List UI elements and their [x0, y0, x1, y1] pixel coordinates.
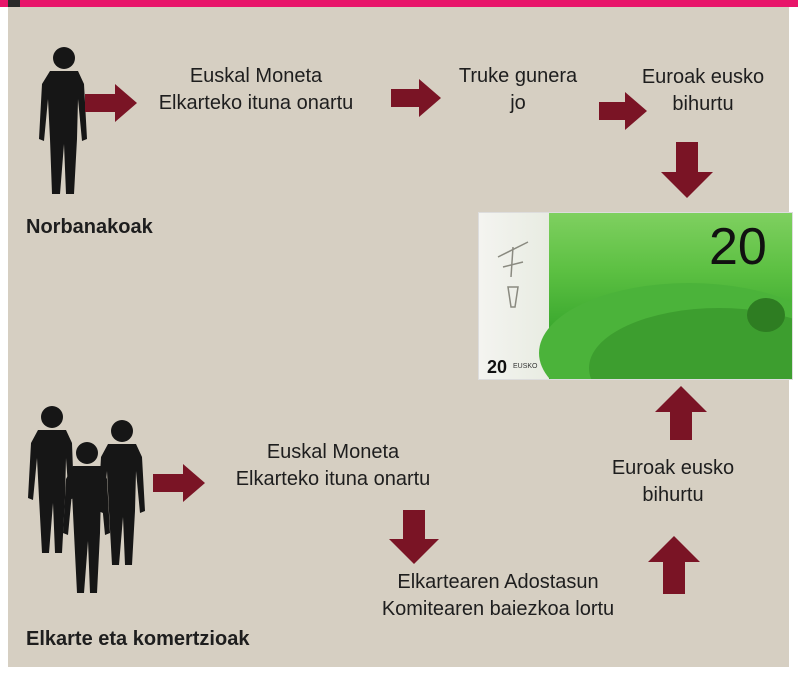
right-arrow-icon	[153, 464, 205, 502]
right-arrow-icon	[391, 79, 441, 117]
banknote-tree	[747, 298, 785, 332]
eusko-banknote: 20 20 EUSKO	[478, 212, 793, 380]
right-arrow-icon	[599, 92, 647, 130]
banknote-small-word: EUSKO	[513, 363, 538, 370]
top-step-exchange-point: Truke gunera jo	[458, 65, 578, 114]
top-step-convert: Euroak eusko bihurtu	[641, 66, 765, 115]
down-arrow-icon	[661, 142, 713, 198]
banknote-watermark-strip	[479, 213, 549, 379]
banknote-small-amount: 20	[487, 357, 508, 377]
person-silhouette-icon	[39, 47, 87, 194]
individuals-label: Norbanakoak	[26, 216, 153, 238]
associations-label: Elkarte eta komertzioak	[26, 628, 250, 650]
header-marker	[8, 0, 20, 7]
top-step-agreement: Euskal Moneta Elkarteko ituna onartu	[158, 65, 354, 114]
bottom-step-committee-approval: Elkartearen Adostasun Komitearen baiezko…	[381, 571, 615, 620]
right-arrow-icon	[85, 84, 137, 122]
diagram-panel: Euskal Moneta Elkarteko ituna onartu Tru…	[8, 7, 793, 667]
up-arrow-icon	[655, 386, 707, 440]
bottom-step-agreement: Euskal Moneta Elkarteko ituna onartu	[235, 441, 431, 490]
down-arrow-icon	[389, 510, 439, 564]
up-arrow-icon	[648, 536, 700, 594]
banknote-amount: 20	[709, 218, 767, 276]
banknote-sketch-icon	[497, 241, 529, 308]
group-silhouette-icon	[28, 406, 145, 593]
header-accent-bar	[0, 0, 798, 7]
bottom-step-convert: Euroak eusko bihurtu	[611, 457, 735, 506]
